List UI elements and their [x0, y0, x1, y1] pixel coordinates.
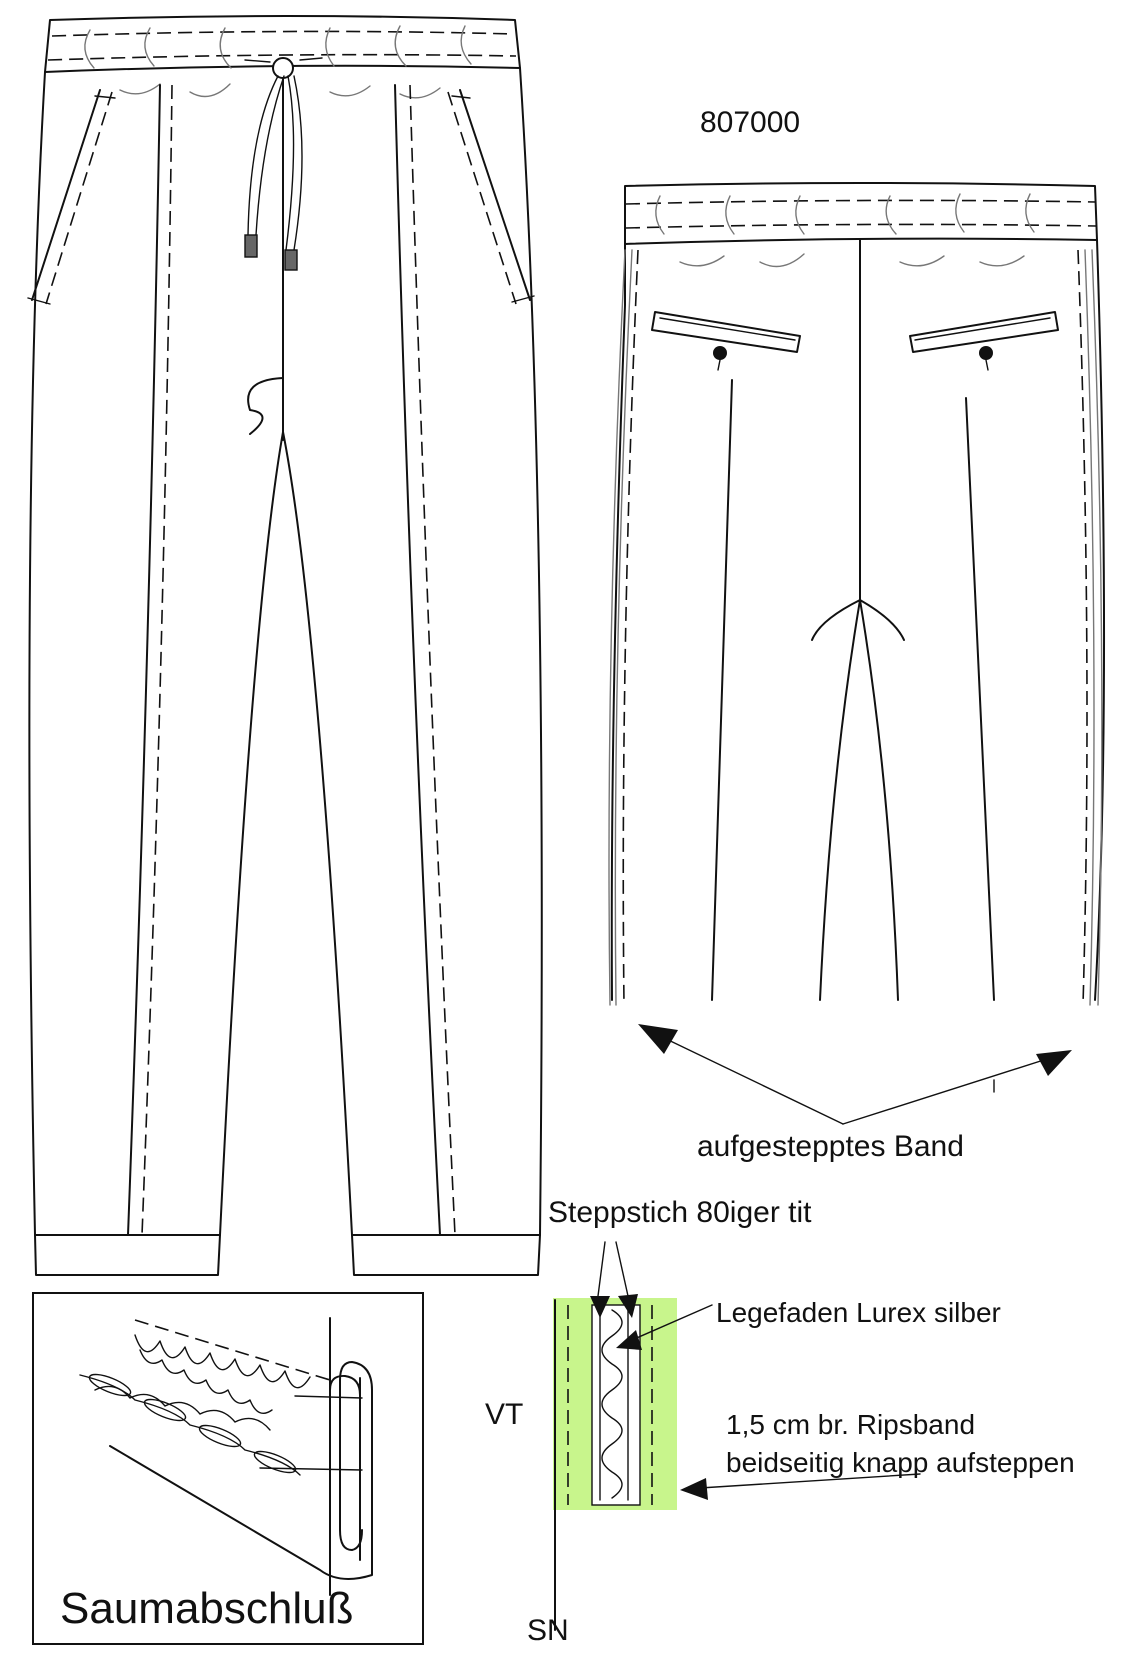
- front-drawstring: [244, 57, 323, 271]
- back-left-outseam: [610, 243, 626, 1001]
- back-waistband-elastic-gathers: [655, 193, 1035, 268]
- topstitch-label: Steppstich 80iger tit: [548, 1196, 812, 1229]
- back-side-tape-stripes: [608, 249, 1103, 1006]
- back-right-outseam: [1094, 239, 1106, 1001]
- front-left-outseam: [28, 71, 46, 1236]
- back-right-welt-pocket: [909, 311, 1059, 353]
- grosgrain-label-line2: beidseitig knapp aufsteppen: [726, 1447, 1075, 1478]
- overlock-stitches: [79, 1334, 311, 1476]
- lurex-laying-thread: [601, 1309, 623, 1499]
- front-inseam: [219, 431, 353, 1236]
- front-left-cuff: [34, 1234, 221, 1276]
- front-marker: VT: [485, 1398, 524, 1431]
- front-left-pocket: [31, 89, 101, 301]
- hem-finish-title: Saumabschluß: [60, 1584, 354, 1633]
- applied-tape-label: aufgestepptes Band: [697, 1130, 964, 1163]
- grosgrain-label-line1: 1,5 cm br. Ripsband: [726, 1409, 976, 1440]
- side-seam-marker: SN: [527, 1614, 569, 1647]
- article-number: 807000: [700, 106, 801, 139]
- back-inseam: [811, 599, 905, 1001]
- applied-tape-arrows: [638, 1024, 1072, 1125]
- front-view-trousers: [27, 15, 543, 1276]
- laying-thread-label: Legefaden Lurex silber: [716, 1297, 1001, 1328]
- front-right-pocket: [459, 89, 531, 301]
- front-right-cuff: [351, 1234, 541, 1276]
- back-view-trousers: [608, 182, 1106, 1125]
- front-waistband-elastic-gathers: [84, 25, 472, 99]
- back-left-welt-pocket: [651, 311, 801, 353]
- front-right-outseam: [519, 67, 543, 1236]
- tape-construction-detail: [553, 1241, 921, 1631]
- hem-finish-detail: [32, 1292, 424, 1645]
